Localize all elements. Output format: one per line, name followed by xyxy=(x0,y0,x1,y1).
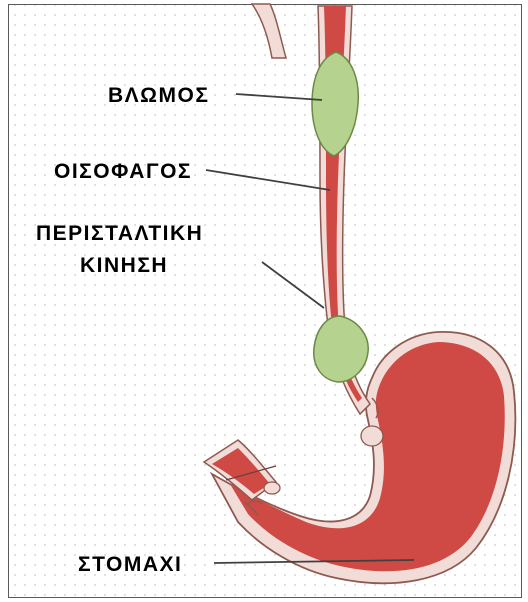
label-esophagus: ΟΙΣΟΦΑΓΟΣ xyxy=(54,160,192,183)
label-peristalsis-line1: ΠΕΡΙΣΤΑΛΤΙΚΗ xyxy=(36,222,203,245)
label-bolus: ΒΛΩΜΟΣ xyxy=(108,84,209,107)
label-peristalsis-line2: ΚΙΝΗΣΗ xyxy=(80,254,168,277)
label-stomach: ΣΤΟΜΑΧΙ xyxy=(78,553,182,576)
